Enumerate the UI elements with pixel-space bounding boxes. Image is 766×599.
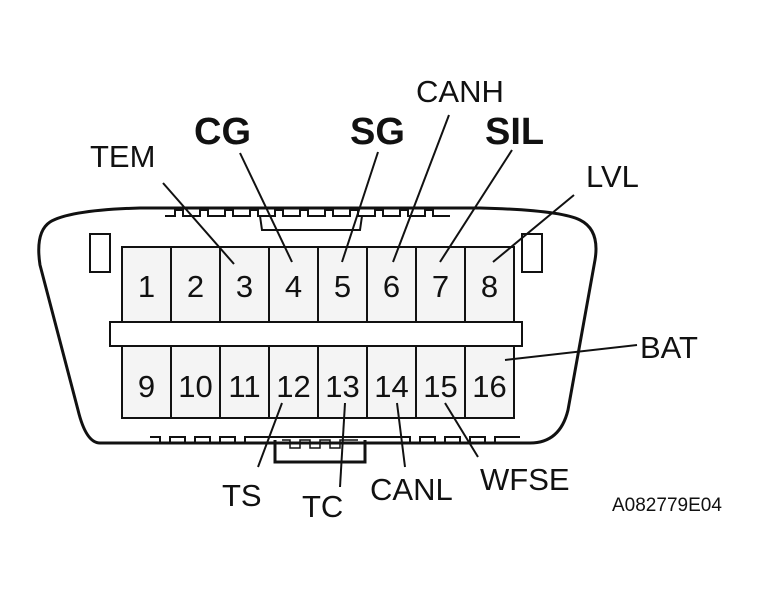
left-latch (89, 233, 111, 273)
bottom-pin-numbers: 9 10 11 12 13 14 15 16 (138, 369, 507, 404)
pin-number-1: 1 (138, 269, 155, 304)
label-tem: TEM (90, 139, 155, 174)
label-tc: TC (302, 489, 343, 524)
pin-number-12: 12 (276, 369, 310, 404)
pin-number-7: 7 (432, 269, 449, 304)
pin-number-4: 4 (285, 269, 302, 304)
pin-number-5: 5 (334, 269, 351, 304)
right-latch (521, 233, 543, 273)
bottom-pin-row (121, 345, 515, 419)
leader-bat (504, 344, 638, 361)
bottom-key-tab-teeth (282, 439, 358, 449)
leader-tc (339, 402, 346, 488)
pin-number-8: 8 (481, 269, 498, 304)
pin-number-9: 9 (138, 369, 155, 404)
leader-lvl (492, 194, 575, 263)
label-sg: SG (350, 111, 405, 153)
leader-sil (439, 149, 513, 263)
bottom-keying-notches (150, 436, 520, 444)
pin-number-2: 2 (187, 269, 204, 304)
leader-cg (239, 152, 293, 263)
leader-sg (341, 151, 379, 263)
leader-ts (257, 402, 283, 468)
connector-housing (37, 206, 598, 445)
label-sil: SIL (485, 111, 544, 153)
pin-number-15: 15 (423, 369, 457, 404)
pin-number-3: 3 (236, 269, 253, 304)
top-pin-row (121, 246, 515, 323)
top-keying-notches (165, 209, 450, 217)
label-bat: BAT (640, 330, 698, 365)
leader-wfse (444, 402, 479, 458)
leader-tem (162, 182, 235, 265)
figure-code: A082779E04 (612, 495, 722, 516)
label-canh: CANH (416, 74, 504, 109)
bottom-key-tab (273, 440, 367, 464)
pin-cell-15 (415, 345, 466, 419)
label-cg: CG (194, 111, 251, 153)
pin-cell-16 (464, 345, 515, 419)
pin-number-11: 11 (228, 369, 260, 404)
label-wfse: WFSE (480, 462, 570, 497)
pin-cell-9 (121, 345, 172, 419)
label-canl: CANL (370, 472, 453, 507)
pin-number-14: 14 (374, 369, 408, 404)
leader-canh (392, 114, 450, 263)
pin-cell-3 (219, 246, 270, 323)
center-separator (109, 321, 523, 347)
top-recess (259, 215, 363, 231)
pin-number-13: 13 (325, 369, 359, 404)
label-lvl: LVL (586, 159, 639, 194)
pin-number-10: 10 (178, 369, 212, 404)
leader-canl (396, 402, 406, 468)
pin-cell-8 (464, 246, 515, 323)
leader-lines (162, 114, 638, 488)
pin-number-6: 6 (383, 269, 400, 304)
label-ts: TS (222, 478, 262, 513)
pin-cell-13 (317, 345, 368, 419)
pin-number-16: 16 (472, 369, 506, 404)
